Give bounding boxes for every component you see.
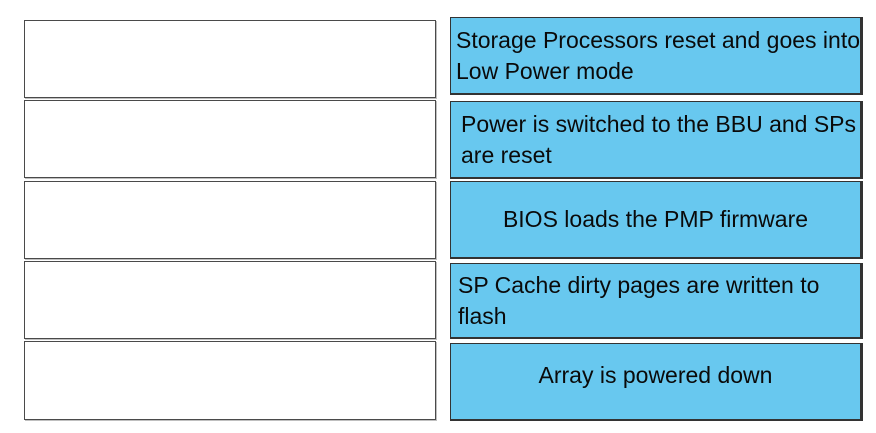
drop-target-4[interactable]	[24, 261, 436, 339]
drop-target-5[interactable]	[24, 341, 436, 420]
drag-item-label: Array is powered down	[538, 362, 773, 388]
drag-item-label: Storage Processors reset and goes into L…	[456, 26, 861, 84]
drag-item-bios-loads-pmp-firmware[interactable]: BIOS loads the PMP firmware	[450, 181, 863, 259]
drop-target-3[interactable]	[24, 181, 436, 259]
drag-item-array-powered-down[interactable]: Array is powered down	[450, 343, 863, 421]
drag-item-label: Power is switched to the BBU and SPs are…	[461, 110, 857, 168]
drop-target-2[interactable]	[24, 100, 436, 178]
drag-item-power-switched-to-bbu[interactable]: Power is switched to the BBU and SPs are…	[450, 101, 863, 179]
drag-item-label: BIOS loads the PMP firmware	[502, 206, 809, 232]
drag-item-sp-cache-written-to-flash[interactable]: SP Cache dirty pages are written to flas…	[450, 263, 863, 339]
drop-target-1[interactable]	[24, 20, 436, 98]
drag-item-label: SP Cache dirty pages are written to flas…	[458, 271, 820, 329]
drag-item-storage-processors-reset[interactable]: Storage Processors reset and goes into L…	[450, 17, 863, 95]
